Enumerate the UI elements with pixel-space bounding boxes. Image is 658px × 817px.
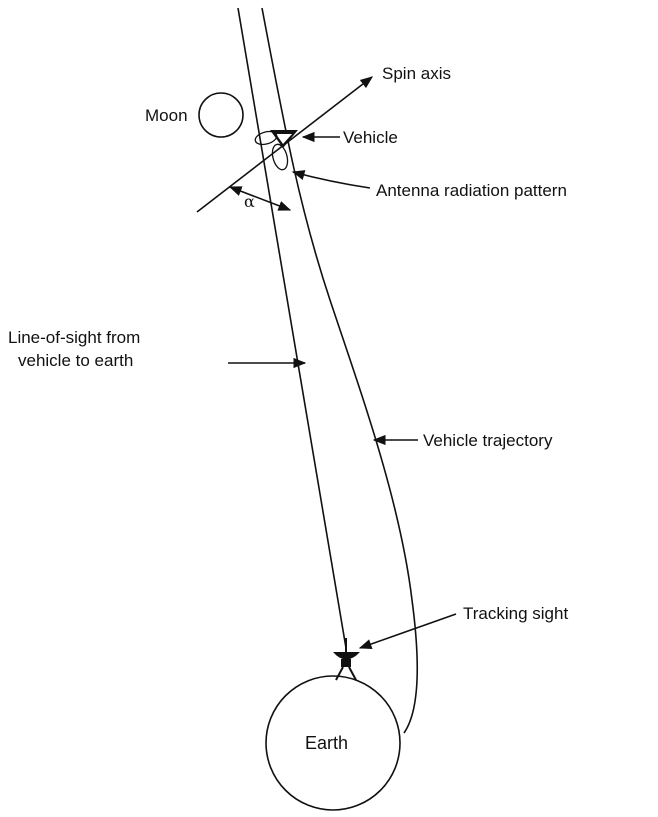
tracking-sight-icon	[333, 638, 360, 681]
trajectory-label: Vehicle trajectory	[423, 431, 553, 450]
los-label-line2: vehicle to earth	[18, 351, 133, 370]
vehicle-trajectory-curve	[261, 7, 419, 734]
tracking-pointer	[358, 613, 457, 649]
alpha-label: α	[244, 192, 255, 211]
earth-label: Earth	[305, 733, 348, 753]
alpha-arrow	[228, 186, 292, 211]
tracking-label: Tracking sight	[463, 604, 568, 623]
antenna-pattern-icon	[254, 130, 289, 171]
los-label-line1: Line-of-sight from	[8, 328, 140, 347]
vehicle-label: Vehicle	[343, 128, 398, 147]
earth-circle	[265, 675, 401, 811]
antenna-label: Antenna radiation pattern	[376, 181, 567, 200]
antenna-pointer	[291, 170, 371, 189]
moon-circle	[198, 92, 244, 138]
line-of-sight-line	[237, 7, 347, 649]
moon-label: Moon	[145, 106, 188, 125]
spin-axis-label: Spin axis	[382, 64, 451, 83]
